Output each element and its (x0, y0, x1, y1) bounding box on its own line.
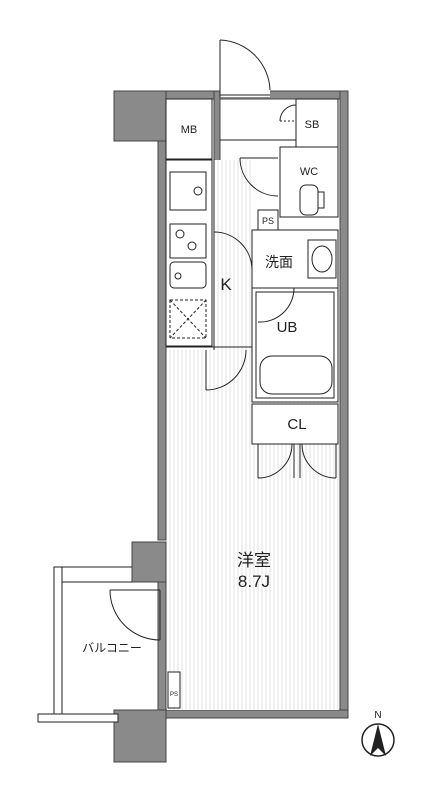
toilet-icon (299, 184, 325, 216)
entrance-door (219, 39, 271, 97)
compass-icon: N (361, 710, 395, 757)
sb-label: SB (305, 119, 320, 131)
fridge-space-icon (169, 299, 207, 339)
wc-door-arc (239, 157, 279, 197)
column-top-left (113, 90, 167, 142)
ub-label: UB (277, 319, 298, 336)
ps-lower-box (167, 671, 181, 709)
main-room-size: 8.7J (238, 572, 270, 591)
sb-door-arc (279, 104, 297, 122)
compass-north-label: N (374, 710, 381, 721)
hall-walls (213, 139, 296, 350)
kitchen-door-arc (205, 349, 247, 391)
mb-label: MB (181, 124, 198, 136)
balcony (37, 566, 132, 723)
washroom-door-arc (213, 231, 253, 271)
wc-room (279, 146, 339, 218)
mb-box (165, 98, 213, 160)
sb-box (295, 98, 339, 148)
ps-lower-label: PS (170, 692, 178, 698)
bathtub-icon (259, 355, 333, 395)
unit-bath (251, 287, 339, 403)
balcony-label: バルコニー (82, 641, 142, 655)
kitchen-label: K (220, 275, 232, 294)
closet (251, 403, 339, 445)
main-room-label: 洋室 (237, 551, 271, 570)
ub-door-arc (257, 287, 295, 323)
cl-label: CL (287, 416, 306, 433)
wc-label: WC (300, 166, 318, 178)
entrance-wall-left (213, 90, 221, 162)
stove-icon (169, 223, 207, 289)
washroom-label: 洗面 (265, 254, 293, 270)
kitchen-sink-icon (169, 171, 207, 211)
closet-doors (257, 443, 337, 479)
column-mid-left (131, 541, 167, 583)
sink-icon (307, 239, 337, 279)
ps-upper-label: PS (262, 216, 274, 226)
column-bottom-left (113, 709, 167, 763)
kitchen-floor (214, 160, 252, 350)
balcony-door (109, 589, 161, 641)
kitchen-counter (165, 159, 213, 347)
